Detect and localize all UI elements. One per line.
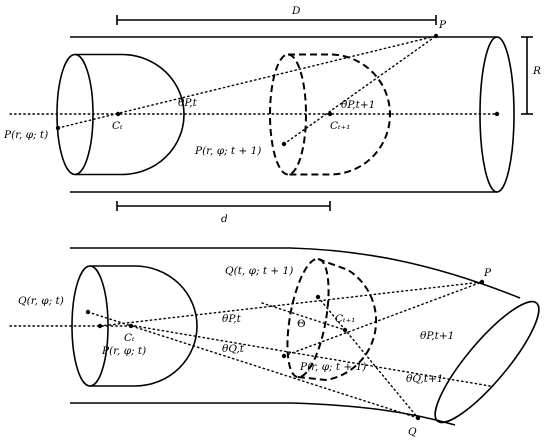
label-Ct1: Cₜ₊₁ [330,120,350,132]
label-Q-r-phi-t: Q(r, φ; t) [18,295,64,307]
angle-Theta-ray [261,302,346,331]
label-P-bottom: P [483,267,492,279]
point-axis-end [494,111,500,117]
ray-Q-t1 [317,296,419,419]
bottom-axis-curved [134,325,491,387]
label-theta-Pt1-bottom: θP,t+1 [420,330,454,342]
curved-tube-bottom-edge [70,402,456,426]
point-Prpt [55,125,61,131]
label-d: d [221,213,228,225]
point-Q-t-phi-t1 [315,294,321,300]
dimension-d: d [116,201,331,225]
dome-t-body [75,53,185,176]
point-Ct [115,111,121,117]
ray-P-t1-bottom [283,281,483,357]
label-Ct: Cₜ [112,120,123,132]
bottom-dome-t1 [286,257,378,382]
bottom-dome-t-body [90,265,198,387]
bottom-panel: P Q Q(r, φ; t) Q(t, φ; t + 1) P(r, φ; t)… [9,247,540,438]
dimension-D: D [116,5,437,25]
label-Ct1-bottom: Cₜ₊₁ [335,313,355,325]
dome-t1-body [288,53,391,176]
point-Ct1 [327,111,333,117]
point-P-r-phi-t-bottom [97,323,103,329]
label-P-r-phi-t-bottom: P(r, φ; t) [101,345,146,357]
label-theta-Qt: θQ,t [222,343,245,355]
label-Q: Q [408,426,417,438]
label-Ct-bottom: Cₜ [124,332,135,344]
label-R: R [532,65,541,77]
bottom-dome-t1-face [286,257,330,379]
ray-P-t [57,35,437,129]
point-Prpt1 [281,141,287,147]
label-P-r-phi-t1-bottom: P(r, φ; t + 1) [299,361,366,373]
point-P-bottom [479,279,485,285]
point-Ct-bottom [128,323,134,329]
bottom-dome-t1-body [297,258,378,382]
top-panel: D d R P P(r, φ; t) Cₜ θP,t θP,t+1 Cₜ₊₁ P… [3,5,541,225]
label-theta-Pt: θP,t [178,97,198,109]
label-D: D [291,5,301,17]
point-Ct1-bottom [342,327,348,333]
point-P-r-phi-t1-bottom [281,353,287,359]
label-Q-t-phi-t1: Q(t, φ; t + 1) [225,265,293,277]
label-P-r-phi-t: P(r, φ; t) [3,129,48,141]
label-theta-Pt1: θP,t+1 [341,99,375,111]
point-Q-r-phi-t [85,309,91,315]
label-theta-Pt-bottom: θP,t [222,313,242,325]
label-P-r-phi-t1: P(r, φ; t + 1) [194,145,261,157]
ray-P-t-bottom [99,281,483,327]
ray-Q-t [87,311,419,419]
curved-tube-end-cap [434,300,540,424]
point-P [433,33,439,39]
point-Q [415,415,421,421]
label-P-top: P [438,19,447,31]
dimension-R: R [521,36,541,115]
curved-tube-top-edge [70,247,521,299]
ray-P-t1 [283,35,437,145]
label-theta-Qt1: θQ,t+1 [406,373,443,385]
label-Theta: Θ [297,318,306,330]
